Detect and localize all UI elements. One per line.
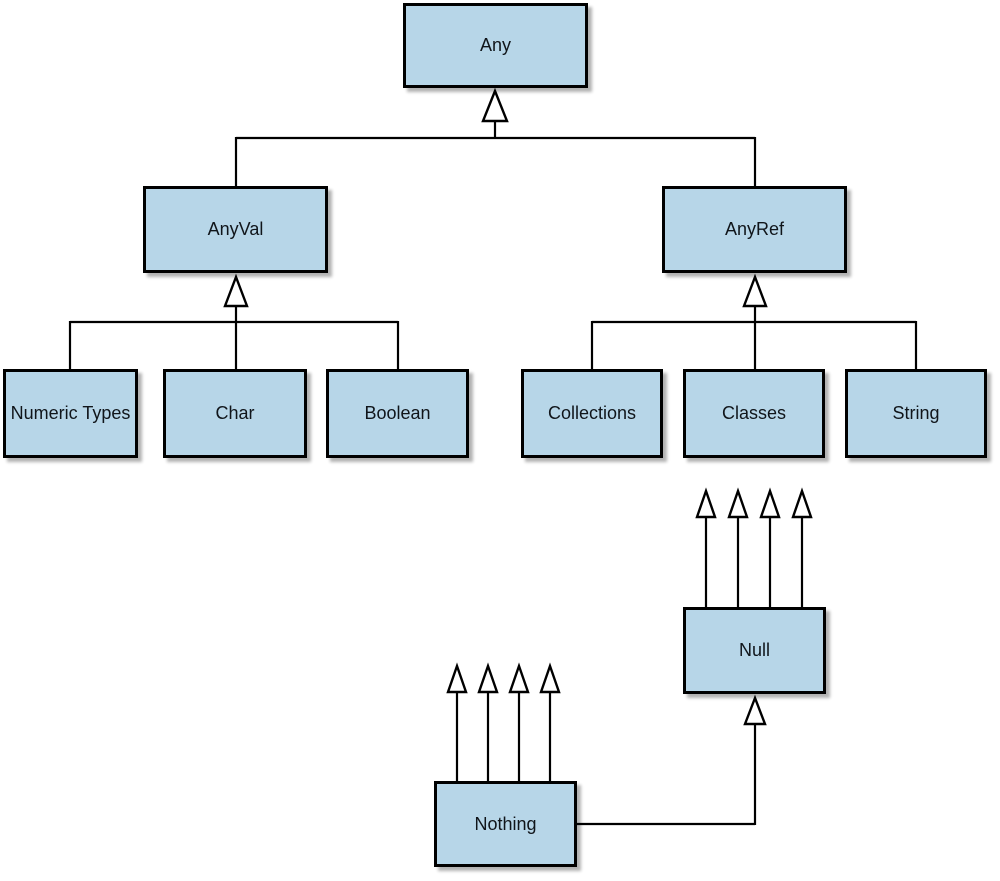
node-label: Null: [738, 640, 770, 660]
node-numeric-types: Numeric Types: [3, 369, 138, 458]
node-anyref: AnyRef: [662, 186, 847, 273]
node-label: AnyVal: [207, 219, 264, 239]
node-char: Char: [163, 369, 307, 458]
inheritance-arrowhead: [727, 487, 749, 519]
node-boolean: Boolean: [326, 369, 469, 458]
node-label: Collections: [547, 403, 637, 423]
node-label: Boolean: [364, 403, 431, 423]
edge-children-to-anyval: [68, 273, 400, 369]
nothing-subtype-arrows: [446, 662, 561, 781]
node-label: Char: [215, 403, 255, 423]
node-nothing: Nothing: [434, 781, 577, 867]
node-null: Null: [683, 607, 826, 694]
edge-anyval-anyref-to-any: [234, 87, 757, 186]
inheritance-arrowhead: [223, 273, 249, 308]
node-classes: Classes: [683, 369, 825, 458]
node-any: Any: [403, 3, 588, 88]
inheritance-arrowhead: [477, 662, 499, 694]
inheritance-arrowhead: [742, 273, 768, 308]
inheritance-arrowhead: [759, 487, 781, 519]
node-label: Nothing: [474, 813, 537, 834]
inheritance-arrowhead: [508, 662, 530, 694]
node-anyval: AnyVal: [143, 186, 328, 273]
node-label: String: [892, 403, 940, 423]
inheritance-arrowhead: [743, 694, 767, 726]
inheritance-arrowhead: [446, 662, 468, 694]
node-string: String: [845, 369, 987, 458]
inheritance-arrowhead: [791, 487, 813, 519]
null-subtype-arrows: [695, 487, 813, 607]
inheritance-arrowhead: [481, 87, 509, 123]
node-label: AnyRef: [724, 219, 785, 239]
node-label: Classes: [721, 403, 787, 423]
edge-nothing-to-null: [577, 694, 767, 826]
edge-children-to-anyref: [590, 273, 918, 369]
node-label: Numeric Types: [10, 403, 131, 423]
inheritance-arrowhead: [695, 487, 717, 519]
node-collections: Collections: [521, 369, 663, 458]
inheritance-arrowhead: [539, 662, 561, 694]
node-label: Any: [479, 35, 512, 55]
